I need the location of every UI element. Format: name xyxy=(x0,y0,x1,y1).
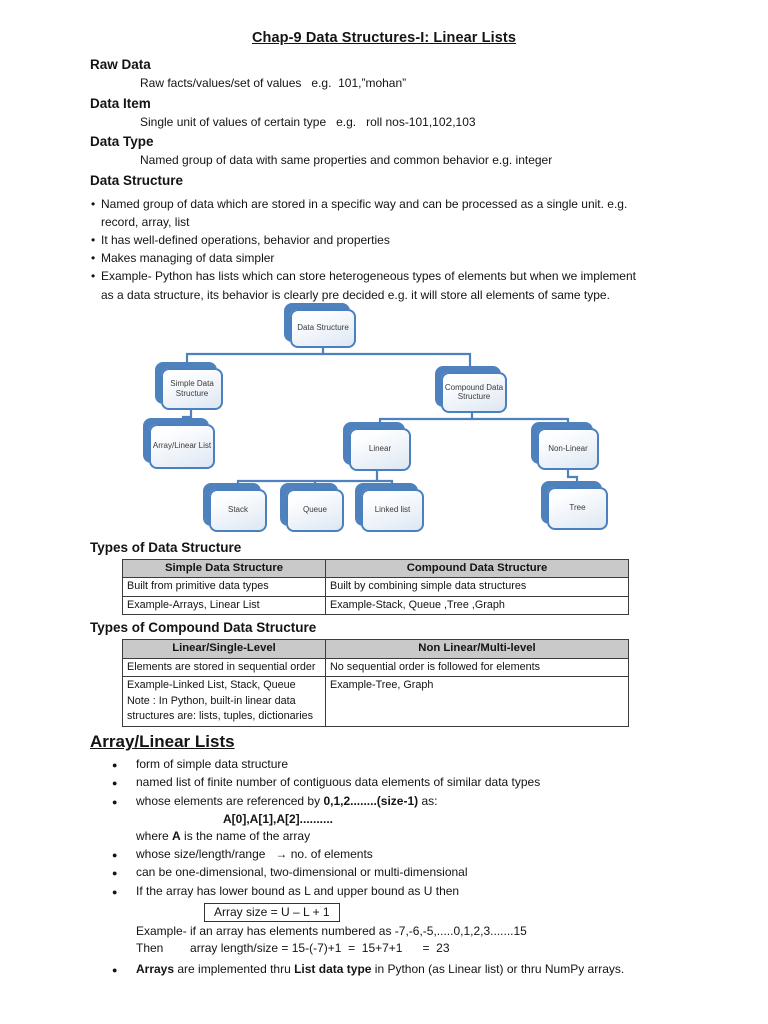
bullet-item: ● whose size/length/range → no. of eleme… xyxy=(112,846,768,864)
text-run: as: xyxy=(418,793,438,808)
diagram-node-stack: Stack xyxy=(209,488,267,532)
raw-data-body: Raw facts/values/set of values e.g. 101,… xyxy=(140,76,407,90)
types-of-data-structure-heading: Types of Data Structure xyxy=(90,539,242,555)
array-then-line: Then array length/size = 15-(-7)+1 = 15+… xyxy=(136,941,450,956)
bullet-text: If the array has lower bound as L and up… xyxy=(136,883,460,898)
bullet-dot-icon: • xyxy=(91,269,96,284)
bullet-text: can be one-dimensional, two-dimensional … xyxy=(136,865,468,880)
bullet-item: ● whose elements are referenced by 0,1,2… xyxy=(112,793,768,811)
diagram-node-data-structure: Data Structure xyxy=(290,308,356,348)
bullet-item: ● form of simple data structure xyxy=(112,756,768,774)
section-heading-data-type: Data Type xyxy=(90,134,154,149)
text-run: in Python (as Linear list) or thru NumPy… xyxy=(371,961,625,976)
bullet-text: It has well-defined operations, behavior… xyxy=(101,232,390,247)
array-size-formula-box: Array size = U – L + 1 xyxy=(204,902,340,922)
text-run: is the name of the array xyxy=(180,829,311,844)
text-run-bold: A xyxy=(172,829,181,844)
diagram-node-array-linear-list: Array/Linear List xyxy=(149,423,215,469)
bullet-text: whose size/length/range → no. of element… xyxy=(136,846,373,861)
diagram-node-compound-data-structure: Compound Data Structure xyxy=(441,371,507,413)
doc-title: Chap-9 Data Structures-I: Linear Lists xyxy=(251,30,517,46)
text-run-bold: 0,1,2........(size-1) xyxy=(323,793,419,808)
section-heading-data-structure: Data Structure xyxy=(90,172,184,188)
bullet-dot-icon: ● xyxy=(112,849,118,860)
array-example-line: Example- if an array has elements number… xyxy=(136,923,527,938)
table-cell: Built by combining simple data structure… xyxy=(325,577,629,597)
table-cell: Example-Tree, Graph xyxy=(325,676,629,727)
diagram-node-linked-list: Linked list xyxy=(361,488,424,532)
text-run: where xyxy=(136,829,173,844)
table-row: Example-Arrays, Linear List Example-Stac… xyxy=(122,595,629,616)
bullet-item: ● If the array has lower bound as L and … xyxy=(112,883,768,901)
bullet-dot-icon: ● xyxy=(112,868,118,879)
data-structure-bullet-list: • Named group of data which are stored i… xyxy=(0,195,768,304)
table-cell: Built from primitive data types xyxy=(122,577,326,597)
bullet-text: Example- Python has lists which can stor… xyxy=(101,269,636,302)
table-header-cell: Non Linear/Multi-level xyxy=(325,639,629,659)
diagram-node-linear: Linear xyxy=(349,427,411,471)
diagram-node-tree: Tree xyxy=(547,486,608,530)
bullet-dot-icon: • xyxy=(91,196,96,211)
simple-vs-compound-table: Simple Data Structure Compound Data Stru… xyxy=(122,558,629,616)
bullet-dot-icon: • xyxy=(91,251,96,266)
bullet-text: named list of finite number of contiguou… xyxy=(136,775,541,790)
diagram-node-simple-data-structure: Simple Data Structure xyxy=(161,367,223,410)
bullet-dot-icon: ● xyxy=(112,796,118,807)
bullet-item: • Makes managing of data simpler xyxy=(91,249,768,267)
diagram-connectors xyxy=(181,347,579,489)
section-heading-raw-data: Raw Data xyxy=(90,57,151,72)
bullet-text: Named group of data which are stored in … xyxy=(101,196,628,229)
bullet-text: Makes managing of data simpler xyxy=(101,251,275,266)
table-cell: Elements are stored in sequential order xyxy=(122,657,326,678)
diagram-node-queue: Queue xyxy=(286,488,344,532)
data-type-body: Named group of data with same properties… xyxy=(140,153,553,167)
table-header-cell: Linear/Single-Level xyxy=(122,639,326,659)
bullet-item: ● named list of finite number of contigu… xyxy=(112,774,768,792)
bullet-dot-icon: ● xyxy=(112,964,118,975)
bullet-text: Arrays are implemented thru List data ty… xyxy=(136,961,624,979)
text-run: are implemented thru xyxy=(174,961,295,976)
bullet-item: ● Arrays are implemented thru List data … xyxy=(112,961,768,979)
bullet-text: whose elements are referenced by 0,1,2..… xyxy=(136,793,438,811)
bullet-dot-icon: ● xyxy=(112,886,118,897)
text-run-bold: List data type xyxy=(294,961,372,976)
table-cell: Example-Stack, Queue ,Tree ,Graph xyxy=(325,595,629,616)
table-row: Example-Linked List, Stack, Queue Note :… xyxy=(122,676,629,727)
diagram-node-non-linear: Non-Linear xyxy=(537,427,599,470)
table-cell: No sequential order is followed for elem… xyxy=(325,657,629,678)
linear-vs-nonlinear-table: Linear/Single-Level Non Linear/Multi-lev… xyxy=(122,639,629,727)
text-run-bold: Arrays xyxy=(136,961,175,976)
data-structure-hierarchy-diagram: Data Structure Simple Data Structure Com… xyxy=(0,304,768,538)
table-header-cell: Compound Data Structure xyxy=(325,558,629,579)
bullet-item: • Example- Python has lists which can st… xyxy=(91,267,768,303)
section-heading-data-item: Data Item xyxy=(90,95,151,111)
array-name-line: where A is the name of the array xyxy=(136,828,768,845)
bullet-dot-icon: ● xyxy=(112,759,118,770)
formula-line: Array size = U – L + 1 xyxy=(204,902,768,922)
table-cell: Example-Linked List, Stack, Queue Note :… xyxy=(122,676,326,727)
text-run: whose elements are referenced by xyxy=(136,793,324,808)
bullet-text: form of simple data structure xyxy=(136,756,289,771)
bullet-item: ● can be one-dimensional, two-dimensiona… xyxy=(112,864,768,882)
array-linear-lists-heading: Array/Linear Lists xyxy=(90,731,235,751)
array-indexing-line: A[0],A[1],A[2].......... xyxy=(223,811,334,826)
table-header-cell: Simple Data Structure xyxy=(122,558,326,579)
bullet-item: • It has well-defined operations, behavi… xyxy=(91,231,768,249)
types-of-compound-heading: Types of Compound Data Structure xyxy=(90,620,317,636)
bullet-item: • Named group of data which are stored i… xyxy=(91,195,768,231)
bullet-dot-icon: • xyxy=(91,232,96,247)
table-cell: Example-Arrays, Linear List xyxy=(122,595,326,616)
table-row: Built from primitive data types Built by… xyxy=(122,577,629,597)
table-row: Elements are stored in sequential order … xyxy=(122,657,629,678)
data-item-body: Single unit of values of certain type e.… xyxy=(140,114,476,129)
bullet-dot-icon: ● xyxy=(112,778,118,789)
